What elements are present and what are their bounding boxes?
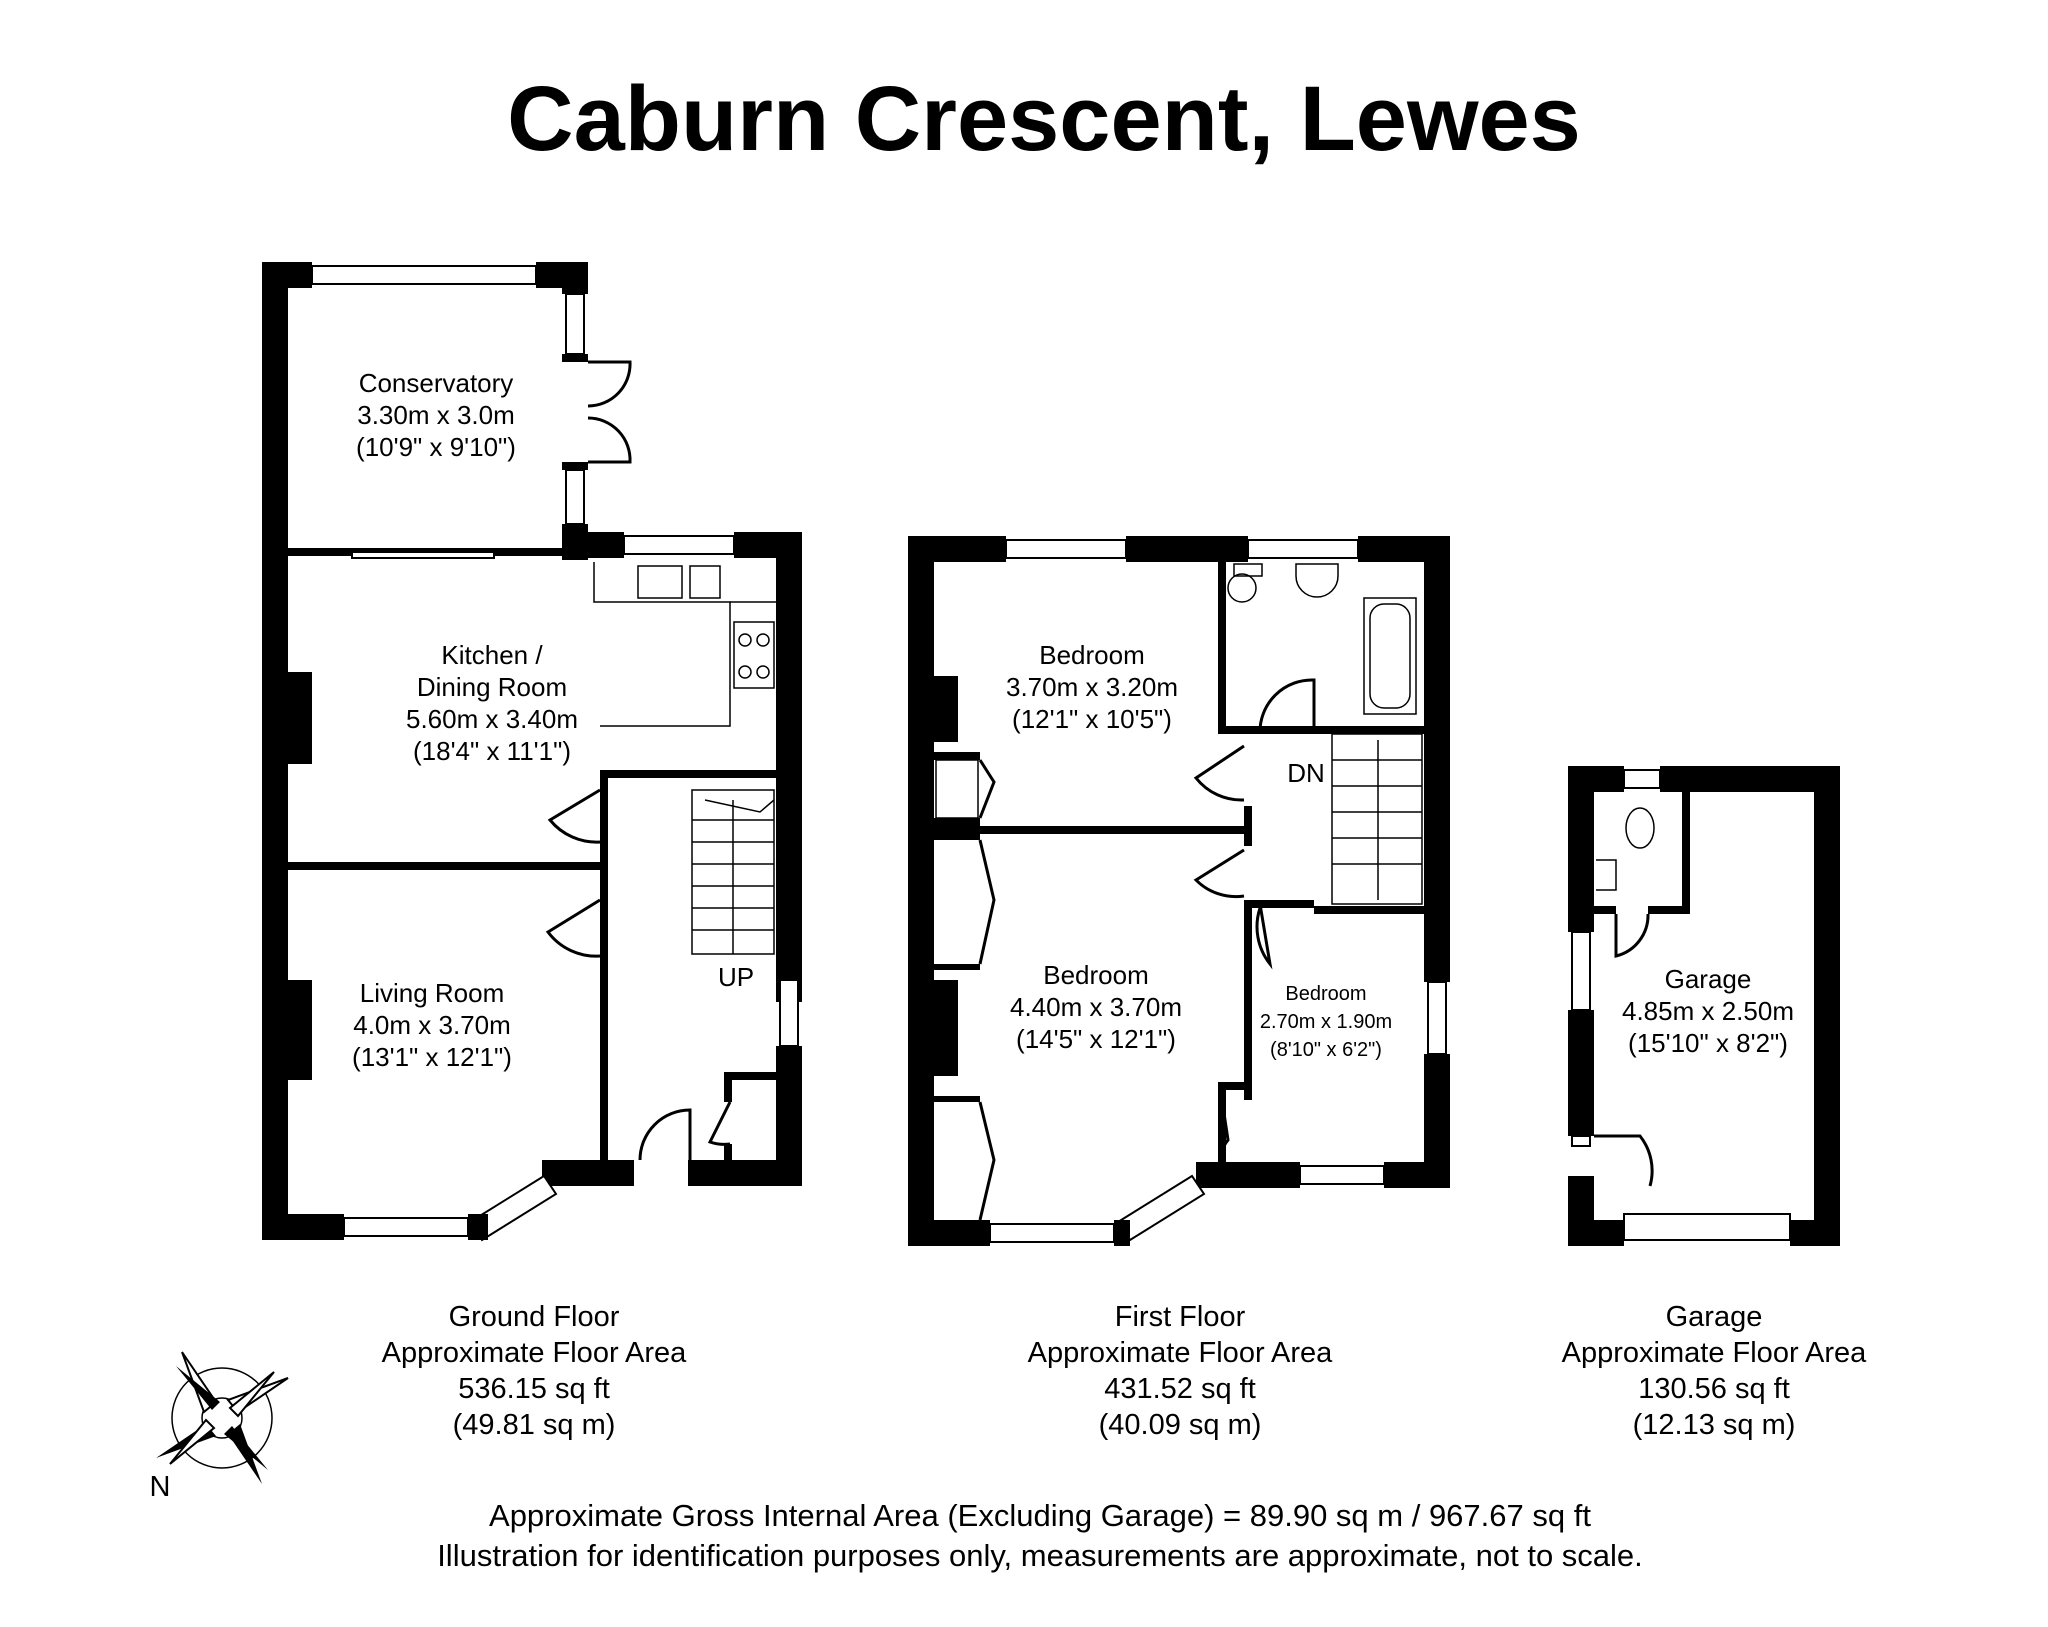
bedroom-2-imperial: (14'5" x 12'1"): [1016, 1024, 1176, 1054]
first-floor-sqft: 431.52 sq ft: [1104, 1373, 1256, 1405]
conservatory-label: Conservatory: [359, 368, 514, 398]
bedroom-3-imperial: (8'10" x 6'2"): [1270, 1039, 1382, 1061]
gross-area-text: Approximate Gross Internal Area (Excludi…: [489, 1498, 1591, 1533]
kitchen-label-line2: Dining Room: [417, 672, 567, 702]
garage-label: Garage: [1665, 964, 1752, 994]
first-floor-caption: First Floor Approximate Floor Area 431.5…: [1028, 1301, 1334, 1441]
bedroom-1-label: Bedroom: [1039, 640, 1145, 670]
kitchen-label-line1: Kitchen /: [441, 640, 543, 670]
kitchen-imperial: (18'4" x 11'1"): [413, 736, 571, 766]
living-room-label: Living Room: [360, 978, 505, 1008]
living-room-imperial: (13'1" x 12'1"): [352, 1042, 512, 1072]
first-floor-area-label: Approximate Floor Area: [1028, 1337, 1334, 1369]
living-room-metric: 4.0m x 3.70m: [353, 1010, 511, 1040]
stairs-down-label: DN: [1287, 758, 1325, 788]
garage-plan: Garage 4.85m x 2.50m (15'10" x 8'2"): [1568, 766, 1840, 1246]
ground-floor-caption: Ground Floor Approximate Floor Area 536.…: [382, 1301, 688, 1441]
first-floor-name: First Floor: [1115, 1301, 1246, 1333]
garage-area-label: Approximate Floor Area: [1562, 1337, 1868, 1369]
kitchen-metric: 5.60m x 3.40m: [406, 704, 578, 734]
conservatory-metric: 3.30m x 3.0m: [357, 400, 515, 430]
garage-sqm: (12.13 sq m): [1633, 1409, 1796, 1441]
page-title: Caburn Crescent, Lewes: [507, 68, 1581, 170]
garage-floor-name: Garage: [1666, 1301, 1763, 1333]
first-floor-plan: Bedroom 3.70m x 3.20m (12'1" x 10'5") Be…: [908, 536, 1450, 1246]
ground-floor-name: Ground Floor: [449, 1301, 620, 1333]
bedroom-1-metric: 3.70m x 3.20m: [1006, 672, 1178, 702]
bedroom-2-label: Bedroom: [1043, 960, 1149, 990]
bedroom-3-metric: 2.70m x 1.90m: [1260, 1011, 1392, 1033]
ground-floor-sqm: (49.81 sq m): [453, 1409, 616, 1441]
ground-floor-area-label: Approximate Floor Area: [382, 1337, 688, 1369]
bedroom-3-label: Bedroom: [1285, 983, 1366, 1005]
conservatory-imperial: (10'9" x 9'10"): [356, 432, 516, 462]
garage-metric: 4.85m x 2.50m: [1622, 996, 1794, 1026]
compass-rose-icon: [156, 1351, 289, 1484]
bedroom-1-imperial: (12'1" x 10'5"): [1012, 704, 1172, 734]
stairs-up-label: UP: [718, 962, 754, 992]
bedroom-2-metric: 4.40m x 3.70m: [1010, 992, 1182, 1022]
first-floor-sqm: (40.09 sq m): [1099, 1409, 1262, 1441]
disclaimer-text: Illustration for identification purposes…: [437, 1538, 1643, 1573]
compass-north-label: N: [150, 1471, 171, 1503]
garage-imperial: (15'10" x 8'2"): [1628, 1028, 1788, 1058]
garage-sqft: 130.56 sq ft: [1638, 1373, 1790, 1405]
garage-caption: Garage Approximate Floor Area 130.56 sq …: [1562, 1301, 1868, 1441]
ground-floor-sqft: 536.15 sq ft: [458, 1373, 610, 1405]
ground-floor-plan: Conservatory 3.30m x 3.0m (10'9" x 9'10"…: [262, 262, 802, 1242]
